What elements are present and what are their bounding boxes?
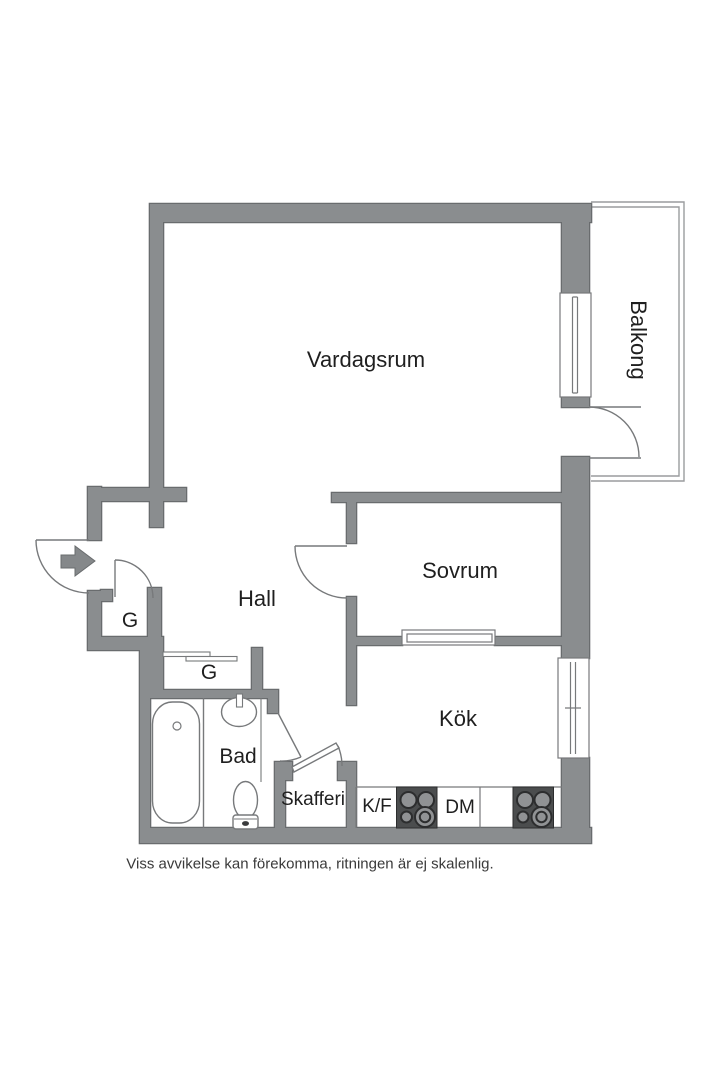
bathroom-fixtures bbox=[151, 693, 262, 830]
balcony-outline bbox=[591, 201, 685, 482]
entry-door-arc bbox=[35, 539, 90, 594]
bedroom-door-arc bbox=[294, 545, 348, 599]
bathroom-label: Bad bbox=[219, 745, 257, 768]
wardrobe1-label: G bbox=[121, 609, 139, 632]
pantry-label: Skafferi bbox=[280, 789, 346, 810]
windows bbox=[401, 292, 592, 759]
bathroom-door-leaf bbox=[277, 712, 302, 758]
entry-arrow-icon bbox=[60, 545, 96, 577]
toilet-button bbox=[242, 821, 249, 826]
stove-right bbox=[512, 786, 555, 829]
bathtub bbox=[151, 701, 201, 824]
wardrobe2-label: G bbox=[200, 661, 218, 684]
stove-left bbox=[395, 786, 438, 829]
living-room-window bbox=[559, 292, 592, 398]
toilet-bowl bbox=[232, 780, 259, 820]
wardrobe1-door-arc bbox=[114, 559, 154, 599]
bathtub-drain bbox=[172, 721, 182, 731]
bathroom-door-arc bbox=[279, 756, 302, 762]
disclaimer-text: Viss avvikelse kan förekomma, ritningen … bbox=[126, 855, 494, 873]
fridge-freezer-label: K/F bbox=[362, 796, 392, 817]
dishwasher-label: DM bbox=[445, 797, 475, 818]
bedroom-label: Sovrum bbox=[422, 558, 498, 583]
kitchen-label: Kök bbox=[439, 706, 477, 731]
wardrobe2-shelf bbox=[162, 651, 238, 662]
living-room-label: Vardagsrum bbox=[306, 347, 426, 372]
sink-tap bbox=[235, 693, 244, 708]
balcony-door-arc bbox=[588, 406, 640, 458]
hall-label: Hall bbox=[238, 586, 276, 611]
doors bbox=[35, 406, 641, 773]
balcony-label: Balkong bbox=[626, 300, 651, 380]
bedroom-kitchen-window bbox=[401, 629, 496, 646]
pantry-door-arc bbox=[337, 745, 343, 767]
kitchen-window bbox=[557, 657, 590, 759]
